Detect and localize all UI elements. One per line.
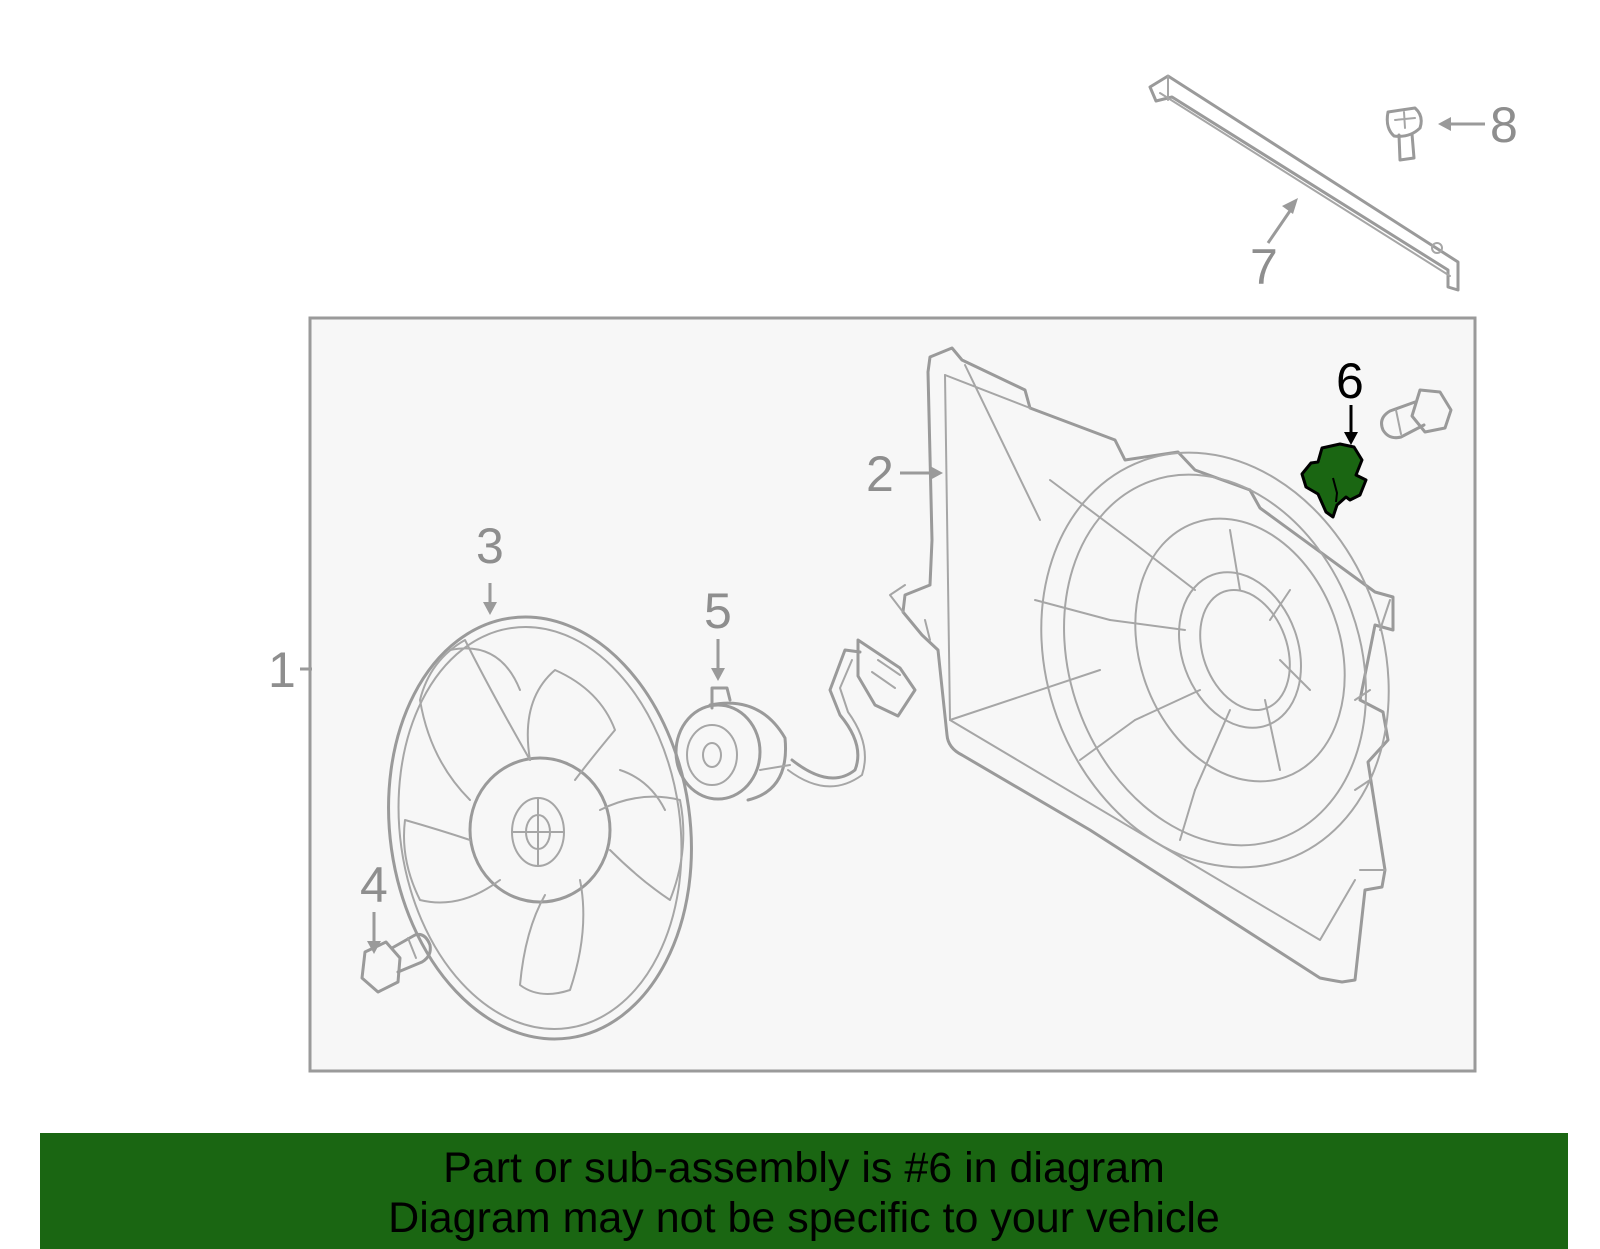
part-6-bolt [1380, 388, 1453, 440]
part-7-bracket[interactable] [1148, 74, 1460, 292]
leader-line-6 [1344, 405, 1358, 445]
info-banner: Part or sub-assembly is #6 in diagram Di… [40, 1133, 1568, 1249]
part-2-shroud[interactable] [889, 346, 1445, 984]
part-8-screw[interactable] [1385, 106, 1423, 162]
assembly-box [308, 316, 1477, 1073]
callout-5: 5 [704, 583, 732, 639]
banner-line-2: Diagram may not be specific to your vehi… [388, 1194, 1220, 1242]
part-5-motor[interactable] [674, 638, 917, 802]
callout-6: 6 [1336, 353, 1364, 409]
part-4-bolt[interactable] [360, 933, 432, 994]
callout-1: 1 [268, 642, 296, 698]
callout-7: 7 [1250, 239, 1278, 295]
part-6-bracket-highlighted[interactable] [1300, 442, 1368, 519]
callout-3: 3 [476, 518, 504, 574]
leader-lines [300, 117, 1485, 954]
callout-8: 8 [1490, 97, 1518, 153]
callout-4: 4 [360, 857, 388, 913]
part-3-fan[interactable] [362, 597, 718, 1059]
banner-line-1: Part or sub-assembly is #6 in diagram [443, 1144, 1165, 1192]
callout-2: 2 [866, 446, 894, 502]
